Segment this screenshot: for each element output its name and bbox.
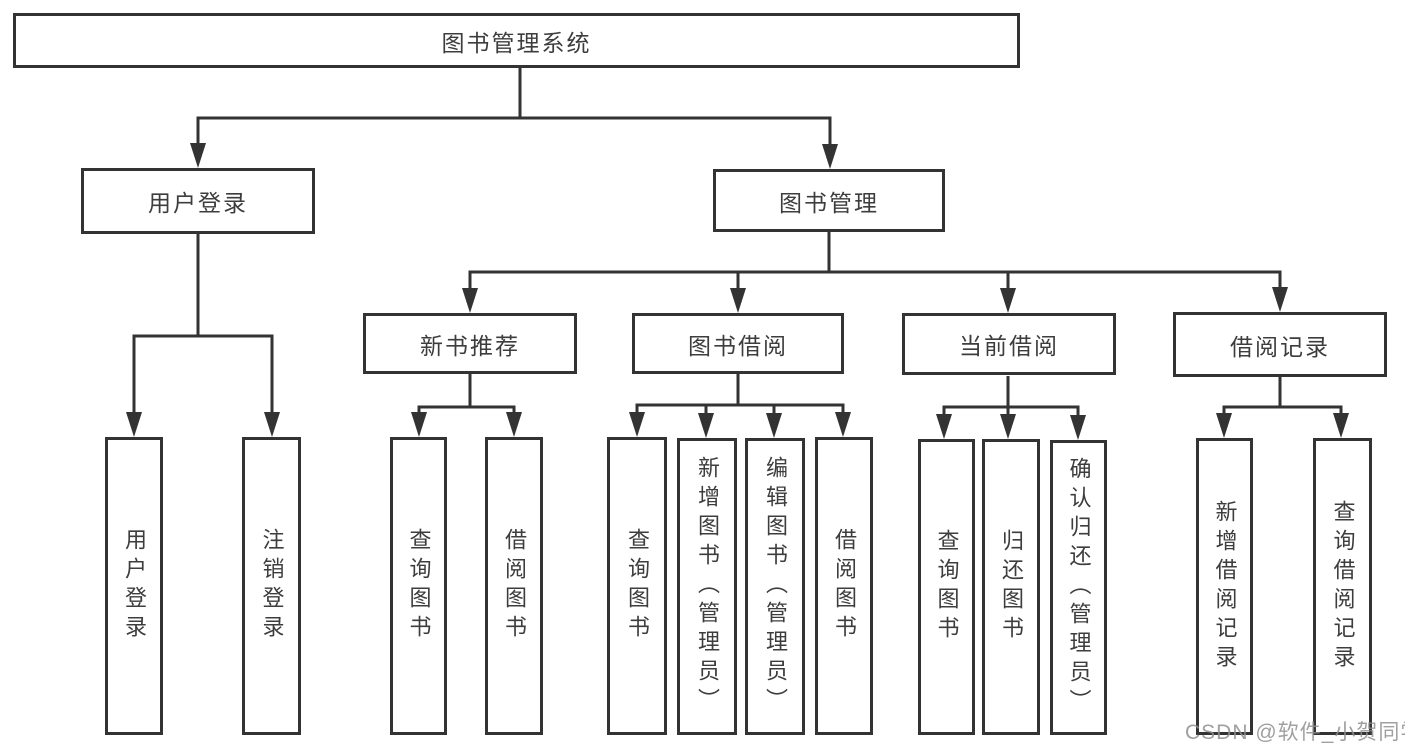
node-label: 用户登录: [122, 528, 147, 644]
leaf-recommend-query-books: 查询图书: [390, 437, 447, 735]
arrowheads: [126, 143, 1349, 440]
leaf-recommend-borrow-books: 借阅图书: [485, 437, 543, 735]
leaf-borrow-query-books: 查询图书: [607, 437, 667, 735]
node-label: 查询图书: [406, 528, 432, 644]
leaf-current-query-books: 查询图书: [918, 439, 975, 735]
leaf-add-borrow-record: 新增借阅记录: [1196, 438, 1253, 735]
leaf-query-borrow-record: 查询借阅记录: [1313, 438, 1372, 735]
node-label: 新增图书（管理员）: [695, 456, 720, 717]
node-book-management: 图书管理: [713, 169, 945, 232]
node-label: 当前借阅: [959, 333, 1059, 359]
node-label: 借阅图书: [832, 528, 857, 644]
leaf-logout: 注销登录: [242, 437, 301, 735]
node-label: 用户登录: [148, 190, 248, 216]
leaf-add-books-admin: 新增图书（管理员）: [677, 438, 737, 735]
node-label: 查询图书: [625, 528, 650, 644]
node-current-borrow: 当前借阅: [902, 313, 1116, 375]
node-label: 确认归还（管理员）: [1066, 457, 1092, 718]
node-label: 图书管理系统: [441, 29, 592, 56]
node-label: 查询借阅记录: [1330, 499, 1356, 674]
node-label: 新书推荐: [420, 332, 520, 359]
node-label: 图书管理: [779, 189, 879, 216]
node-label: 借阅图书: [502, 528, 527, 644]
node-new-book-recommend: 新书推荐: [363, 313, 577, 374]
node-book-borrow: 图书借阅: [632, 313, 844, 374]
node-root-system: 图书管理系统: [13, 13, 1020, 68]
node-label: 图书借阅: [688, 332, 788, 359]
node-label: 新增借阅记录: [1212, 499, 1238, 674]
node-label: 归还图书: [999, 529, 1024, 645]
leaf-borrow-books: 借阅图书: [815, 437, 873, 735]
node-label: 查询图书: [934, 529, 960, 645]
node-borrow-records: 借阅记录: [1173, 312, 1387, 377]
leaf-return-books: 归还图书: [982, 439, 1040, 735]
node-user-login: 用户登录: [81, 168, 315, 234]
leaf-confirm-return-admin: 确认归还（管理员）: [1050, 440, 1107, 735]
node-label: 编辑图书（管理员）: [763, 456, 788, 717]
leaf-edit-books-admin: 编辑图书（管理员）: [745, 438, 805, 735]
node-label: 注销登录: [259, 528, 285, 644]
node-label: 借阅记录: [1230, 333, 1330, 360]
csdn-watermark: CSDN @软件_小贺同学: [1185, 721, 1405, 744]
leaf-user-login: 用户登录: [105, 437, 163, 735]
